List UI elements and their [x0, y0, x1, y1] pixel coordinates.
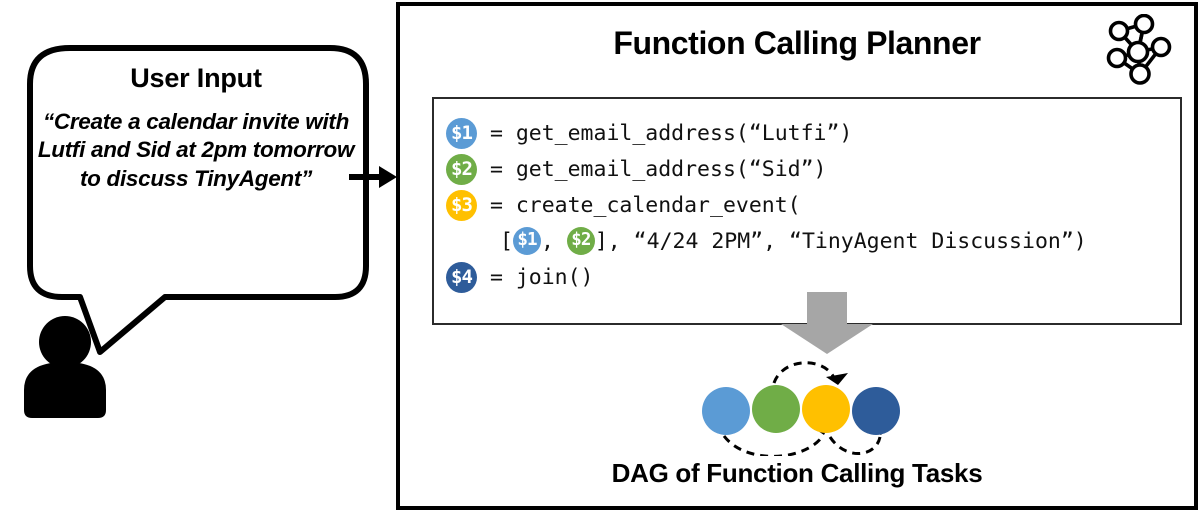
panel-header: Function Calling Planner — [400, 10, 1194, 76]
variable-badge-3: $3 — [446, 189, 477, 221]
variable-badge-1: $1 — [446, 117, 477, 149]
code-line: $4 = join() — [446, 259, 1180, 295]
neural-network-graph-icon — [1106, 14, 1172, 85]
code-line: $2 = get_email_address(“Sid”) — [446, 151, 1180, 187]
code-line: $3 = create_calendar_event( — [446, 187, 1180, 223]
code-token: [ — [500, 228, 513, 254]
dag-edge-2-to-3 — [772, 361, 838, 384]
dag-graph — [702, 361, 900, 456]
function-call-plan-code-box: $1 = get_email_address(“Lutfi”)$2 = get_… — [432, 97, 1182, 325]
dag-caption: DAG of Function Calling Tasks — [611, 458, 983, 488]
code-line: $1 = get_email_address(“Lutfi”) — [446, 115, 1180, 151]
right-arrow-icon — [349, 166, 397, 188]
dag-node-3 — [802, 385, 850, 433]
code-token: ], “4/24 2PM”, “TinyAgent Discussion”) — [594, 228, 1087, 254]
variable-badge-2: $2 — [446, 153, 477, 185]
code-token: = create_calendar_event( — [477, 192, 801, 218]
code-line: [$1, $2], “4/24 2PM”, “TinyAgent Discuss… — [446, 223, 1180, 259]
dag-node-1 — [702, 387, 750, 435]
user-input-group: User Input “Create a calendar invite wit… — [0, 0, 396, 512]
code-token: = join() — [477, 264, 594, 290]
dag-node-4 — [852, 387, 900, 435]
speech-bubble-shape — [24, 45, 369, 418]
variable-ref-2: $2 — [566, 227, 595, 255]
variable-badge-4: $4 — [446, 261, 477, 293]
dag-edge-3-to-4 — [828, 436, 882, 455]
function-calling-planner-panel: Function Calling Planner — [396, 2, 1198, 510]
page-title: Function Calling Planner — [613, 24, 981, 61]
dag-edge-1-to-3 — [722, 435, 824, 456]
person-avatar-icon — [24, 316, 106, 418]
dag-node-2 — [752, 385, 800, 433]
code-token: , — [540, 228, 567, 254]
user-input-quote: “Create a calendar invite with Lutfi and… — [37, 108, 355, 192]
dag-arrowhead — [826, 373, 848, 385]
user-input-title: User Input — [130, 63, 262, 93]
code-token: = get_email_address(“Lutfi”) — [477, 120, 853, 146]
variable-ref-1: $1 — [512, 227, 541, 255]
down-arrow-icon — [781, 292, 873, 354]
user-input-content: User Input “Create a calendar invite wit… — [26, 50, 366, 280]
code-token: = get_email_address(“Sid”) — [477, 156, 827, 182]
